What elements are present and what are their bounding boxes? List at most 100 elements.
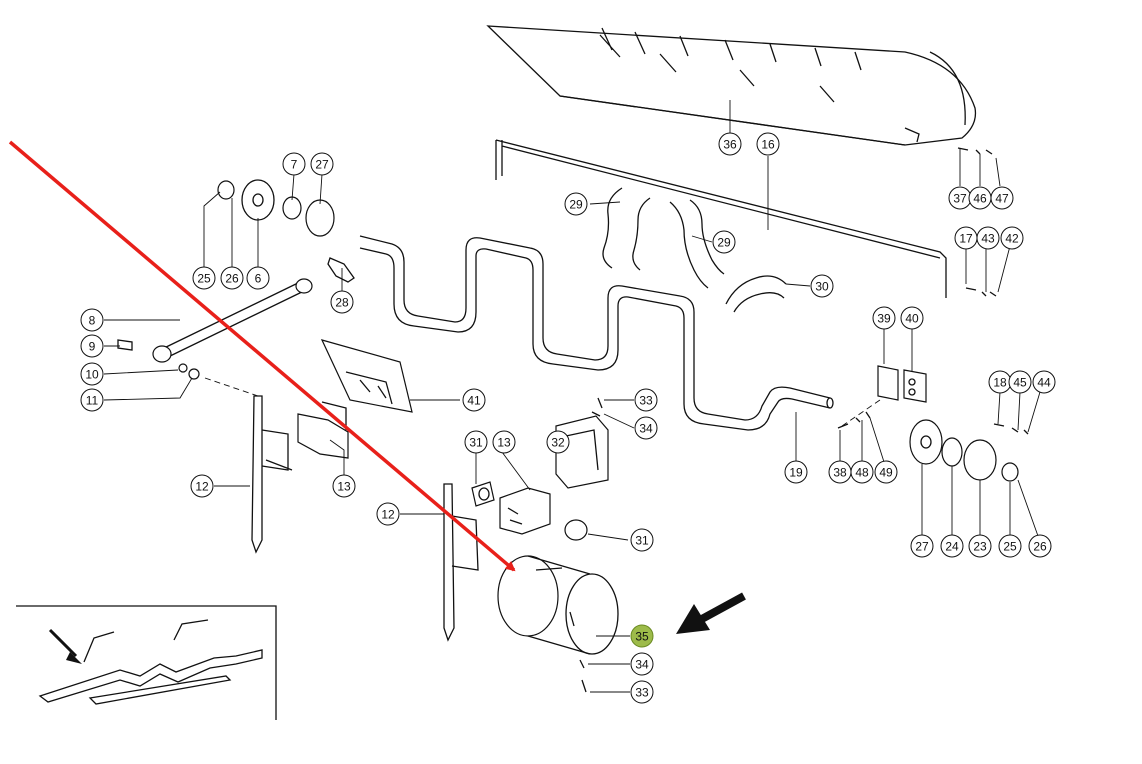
callout-circle [968, 534, 992, 558]
callout-circle [874, 460, 898, 484]
callout-label: 24 [945, 540, 959, 554]
callout-39: 39 [872, 306, 896, 330]
callout-26: 26 [220, 266, 244, 290]
callout-label: 31 [469, 436, 483, 450]
callout-29: 29 [564, 192, 588, 216]
callout-circle [784, 460, 808, 484]
callout-label: 19 [789, 466, 803, 480]
callout-circle [192, 266, 216, 290]
callout-35: 35 [630, 624, 654, 648]
right-bearing-parts [909, 147, 1029, 482]
callout-label: 11 [86, 394, 99, 408]
callout-33: 33 [630, 680, 654, 704]
callout-circle [80, 334, 104, 358]
callout-label: 43 [981, 232, 995, 246]
red-annotation-arrow-icon [8, 140, 516, 572]
callout-36: 36 [718, 132, 742, 156]
callout-label: 35 [635, 630, 649, 644]
callout-circle [630, 652, 654, 676]
callout-18: 18 [988, 370, 1012, 394]
callout-circle [80, 308, 104, 332]
callout-circle [810, 274, 834, 298]
bent-tube-part [359, 235, 834, 431]
callout-31: 31 [464, 430, 488, 454]
callout-24: 24 [940, 534, 964, 558]
rod-part [495, 139, 947, 298]
callout-label: 31 [635, 534, 649, 548]
callout-label: 17 [959, 232, 973, 246]
callout-16: 16 [756, 132, 780, 156]
callout-44: 44 [1032, 370, 1056, 394]
callout-label: 25 [197, 272, 211, 286]
callout-29: 29 [712, 230, 736, 254]
callout-47: 47 [990, 186, 1014, 210]
callout-43: 43 [976, 226, 1000, 250]
plate-part [320, 339, 413, 413]
overview-inset [16, 605, 277, 720]
callout-37: 37 [948, 186, 972, 210]
callout-12: 12 [376, 502, 400, 526]
callout-label: 42 [1005, 232, 1019, 246]
callout-26: 26 [1028, 534, 1052, 558]
callout-label: 8 [89, 314, 96, 328]
callout-label: 25 [1003, 540, 1017, 554]
callout-49: 49 [874, 460, 898, 484]
callout-circle [220, 266, 244, 290]
callout-label: 16 [761, 138, 775, 152]
callout-38: 38 [828, 460, 852, 484]
callout-circle [246, 266, 270, 290]
pointer-arrow-icon [676, 592, 746, 634]
callout-23: 23 [968, 534, 992, 558]
callout-circle [712, 230, 736, 254]
callout-label: 28 [335, 296, 349, 310]
callout-circle [634, 388, 658, 412]
callout-circle [190, 474, 214, 498]
callout-circle [546, 430, 570, 454]
callout-label: 29 [569, 198, 583, 212]
callout-label: 33 [635, 686, 649, 700]
callout-6: 6 [246, 266, 270, 290]
callout-30: 30 [810, 274, 834, 298]
callout-circle [492, 430, 516, 454]
callout-circle [310, 152, 334, 176]
bearing-parts-upper-left [117, 179, 355, 397]
callout-25: 25 [998, 534, 1022, 558]
callout-10: 10 [80, 362, 104, 386]
callout-label: 27 [315, 158, 329, 172]
callout-41: 41 [462, 388, 486, 412]
right-bracket-parts [837, 365, 927, 429]
callout-label: 49 [879, 466, 893, 480]
knife-part-left [251, 395, 349, 554]
spring-parts [602, 187, 787, 313]
callout-circle [718, 132, 742, 156]
callout-circle [630, 680, 654, 704]
callout-circle [462, 388, 486, 412]
callout-circle [80, 388, 104, 412]
callout-label: 12 [195, 480, 209, 494]
callout-label: 39 [877, 312, 891, 326]
callout-label: 44 [1037, 376, 1051, 390]
callout-label: 37 [953, 192, 967, 206]
callout-circle [332, 474, 356, 498]
callout-circle [998, 534, 1022, 558]
callout-circle [976, 226, 1000, 250]
callout-circle [630, 528, 654, 552]
callout-13: 13 [492, 430, 516, 454]
callout-11: 11 [80, 388, 104, 412]
callout-circle [464, 430, 488, 454]
callout-label: 13 [497, 436, 511, 450]
callout-40: 40 [900, 306, 924, 330]
callout-45: 45 [1008, 370, 1032, 394]
callout-circle [330, 290, 354, 314]
callout-circle [990, 186, 1014, 210]
callout-label: 6 [255, 272, 262, 286]
callout-27: 27 [910, 534, 934, 558]
callout-48: 48 [850, 460, 874, 484]
callout-label: 46 [973, 192, 987, 206]
callout-13: 13 [332, 474, 356, 498]
callout-label: 32 [551, 436, 565, 450]
callout-label: 13 [337, 480, 351, 494]
callout-circle [80, 362, 104, 386]
callout-circle [850, 460, 874, 484]
